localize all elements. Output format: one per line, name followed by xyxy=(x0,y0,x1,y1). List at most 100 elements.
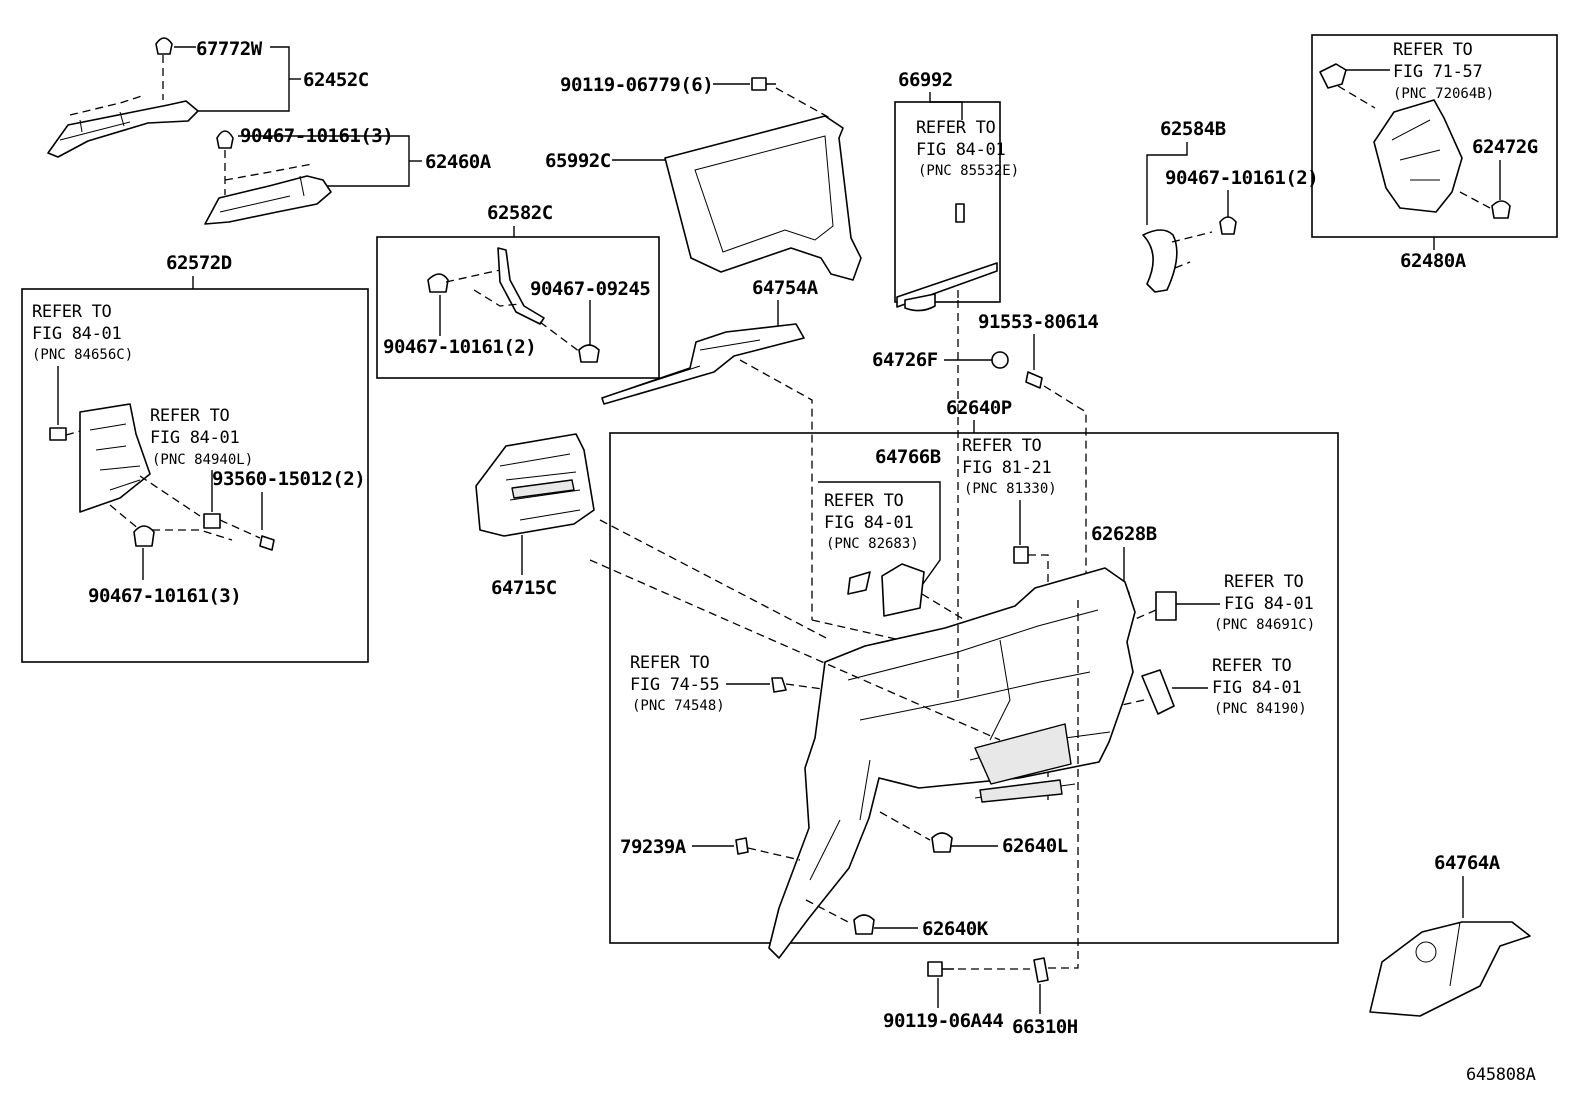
bolt-93560-15012-icon[interactable] xyxy=(259,535,275,551)
callout-64754A-group[interactable]: 64754A xyxy=(601,277,819,620)
callout-64715C-group[interactable]: 64715C xyxy=(475,433,595,599)
ref-74548[interactable]: REFER TO FIG 74-55 (PNC 74548) xyxy=(630,653,725,714)
clip-62640L-icon[interactable] xyxy=(931,832,953,853)
label-79239A[interactable]: 79239A xyxy=(620,836,687,858)
svg-text:FIG 84-01: FIG 84-01 xyxy=(824,513,913,533)
label-62640K[interactable]: 62640K xyxy=(922,918,989,940)
callout-62584B-group[interactable]: 62584B 90467-10161(2) xyxy=(1142,118,1319,293)
callout-62460A-group[interactable]: 90467-10161(3) 62460A xyxy=(204,125,492,225)
label-62640L[interactable]: 62640L xyxy=(1002,835,1068,857)
svg-text:(PNC 85532E): (PNC 85532E) xyxy=(918,163,1019,179)
trim-62460A[interactable] xyxy=(204,175,332,225)
clip-84940L-icon xyxy=(203,513,221,529)
callout-bottom-group[interactable]: 90119-06A44 66310H xyxy=(883,957,1078,1038)
svg-text:(PNC 72064B): (PNC 72064B) xyxy=(1393,86,1494,102)
svg-text:REFER TO: REFER TO xyxy=(150,406,230,426)
callout-66992-group[interactable]: 66992 REFER TO FIG 84-01 (PNC 85532E) xyxy=(894,69,1019,312)
trim-62584B[interactable] xyxy=(1142,229,1178,293)
callout-62582C-group[interactable]: 62582C 90467-09245 90467-10161(2) xyxy=(376,202,660,379)
label-64754A[interactable]: 64754A xyxy=(752,277,819,299)
label-66310H[interactable]: 66310H xyxy=(1012,1016,1078,1038)
callout-62480A-group[interactable]: REFER TO FIG 71-57 (PNC 72064B) 62472G 6… xyxy=(1311,34,1558,272)
switch-84691C-icon xyxy=(1155,591,1177,621)
label-66992[interactable]: 66992 xyxy=(898,69,953,91)
cap-64726F-icon[interactable] xyxy=(991,351,1009,369)
clip-62460A-icon[interactable] xyxy=(216,130,234,149)
box-62582C xyxy=(376,236,660,379)
clip-90467-09245-icon[interactable] xyxy=(578,344,600,363)
trim-64766B[interactable] xyxy=(881,563,925,617)
label-90467-09245[interactable]: 90467-09245 xyxy=(530,278,651,300)
ref-84940L[interactable]: REFER TO FIG 84-01 (PNC 84940L) xyxy=(150,406,253,468)
label-64715C[interactable]: 64715C xyxy=(491,577,557,599)
svg-text:FIG 81-21: FIG 81-21 xyxy=(962,458,1051,478)
ref-84656C[interactable]: REFER TO FIG 84-01 (PNC 84656C) xyxy=(32,302,133,363)
svg-text:REFER TO: REFER TO xyxy=(824,491,904,511)
callout-62572D-group[interactable]: 62572D REFER TO FIG 84-01 (PNC 84656C) R… xyxy=(21,252,369,663)
callout-65992C-group[interactable]: 90119-06779(6) 65992C xyxy=(545,74,862,281)
part-72064B-icon xyxy=(1319,63,1347,89)
diagram-id: 645808A xyxy=(1466,1065,1536,1085)
svg-text:(PNC 82683): (PNC 82683) xyxy=(826,536,919,552)
clip-66310H-icon[interactable] xyxy=(1033,957,1049,983)
svg-text:FIG 71-57: FIG 71-57 xyxy=(1393,62,1482,82)
label-91553-80614[interactable]: 91553-80614 xyxy=(978,311,1099,333)
label-93560-15012[interactable]: 93560-15012(2) xyxy=(212,468,366,490)
label-90119-06779[interactable]: 90119-06779(6) xyxy=(560,74,714,96)
svg-text:REFER TO: REFER TO xyxy=(1212,656,1292,676)
label-62582C[interactable]: 62582C xyxy=(487,202,553,224)
label-90467-10161-2b[interactable]: 90467-10161(2) xyxy=(1165,167,1319,189)
clip-81330-icon xyxy=(1013,546,1029,564)
label-62572D[interactable]: 62572D xyxy=(166,252,232,274)
callout-62452C-group[interactable]: 67772W 62452C xyxy=(47,37,369,158)
bolt-91553-80614-icon[interactable] xyxy=(1025,371,1043,389)
label-64726F[interactable]: 64726F xyxy=(872,349,938,371)
ref-85532E[interactable]: REFER TO FIG 84-01 (PNC 85532E) xyxy=(916,118,1019,179)
svg-text:REFER TO: REFER TO xyxy=(1224,572,1304,592)
label-62472G[interactable]: 62472G xyxy=(1472,136,1538,158)
ref-84190[interactable]: REFER TO FIG 84-01 (PNC 84190) xyxy=(1212,656,1307,717)
bolt-90119-06A44-icon[interactable] xyxy=(927,961,954,977)
bolt-90119-06779-icon[interactable] xyxy=(751,77,776,91)
svg-text:FIG 84-01: FIG 84-01 xyxy=(916,140,1005,160)
label-62460A[interactable]: 62460A xyxy=(425,151,492,173)
label-62628B[interactable]: 62628B xyxy=(1091,523,1157,545)
label-90467-10161-3b[interactable]: 90467-10161(3) xyxy=(88,585,242,607)
trim-62452C[interactable] xyxy=(47,100,199,158)
clip-67772W-icon[interactable] xyxy=(155,37,173,55)
trim-64754A[interactable] xyxy=(601,323,805,405)
label-67772W[interactable]: 67772W xyxy=(196,38,263,60)
label-65992C[interactable]: 65992C xyxy=(545,150,611,172)
trim-64764A[interactable] xyxy=(1369,921,1531,1017)
trim-62582C[interactable] xyxy=(497,247,545,325)
label-64766B[interactable]: 64766B xyxy=(875,446,941,468)
clip-62572D-b-icon[interactable] xyxy=(133,525,155,547)
label-90467-10161-2a[interactable]: 90467-10161(2) xyxy=(383,336,537,358)
callout-62640P-group[interactable]: 62640P REFER TO FIG 81-21 (PNC 81330) 64… xyxy=(589,300,1339,969)
trim-62640P[interactable] xyxy=(768,567,1136,959)
frame-65992C[interactable] xyxy=(664,115,862,281)
clip-62582C-a-icon[interactable] xyxy=(427,273,449,293)
ref-72064B[interactable]: REFER TO FIG 71-57 (PNC 72064B) xyxy=(1393,40,1494,102)
clip-79239A-icon[interactable] xyxy=(735,837,749,855)
ref-84691C[interactable]: REFER TO FIG 84-01 (PNC 84691C) xyxy=(1214,572,1315,633)
clip-62640K-icon[interactable] xyxy=(853,914,875,935)
label-62584B[interactable]: 62584B xyxy=(1160,118,1226,140)
ref-82683[interactable]: REFER TO FIG 84-01 (PNC 82683) xyxy=(824,491,919,552)
callout-64764A-group[interactable]: 64764A xyxy=(1369,852,1531,1017)
label-62480A[interactable]: 62480A xyxy=(1400,250,1467,272)
svg-text:(PNC 84656C): (PNC 84656C) xyxy=(32,347,133,363)
svg-text:(PNC 84691C): (PNC 84691C) xyxy=(1214,617,1315,633)
clip-62472G-icon[interactable] xyxy=(1491,200,1511,219)
ref-81330[interactable]: REFER TO FIG 81-21 (PNC 81330) xyxy=(962,436,1057,497)
trim-62572D[interactable] xyxy=(79,403,151,513)
clip-85532E-icon xyxy=(955,203,965,223)
svg-text:REFER TO: REFER TO xyxy=(1393,40,1473,60)
label-64764A[interactable]: 64764A xyxy=(1434,852,1501,874)
label-62640P[interactable]: 62640P xyxy=(946,397,1012,419)
label-90119-06A44[interactable]: 90119-06A44 xyxy=(883,1010,1004,1032)
label-62452C[interactable]: 62452C xyxy=(303,69,369,91)
clip-62584B-icon[interactable] xyxy=(1219,216,1237,235)
